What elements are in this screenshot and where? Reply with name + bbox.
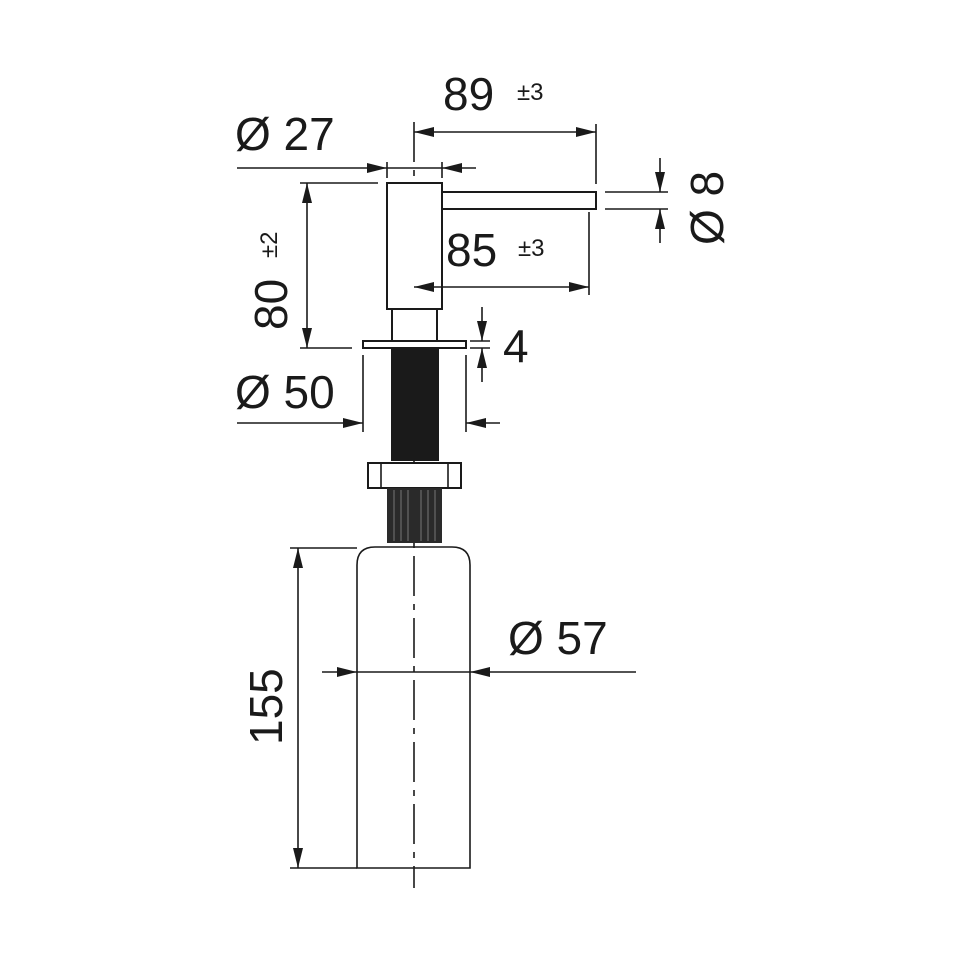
dim-spout-reach-inner: 85 ±3 [414,212,590,295]
bottle [356,546,471,869]
dim-27-value: Ø 27 [235,108,335,160]
dim-flange-diameter: Ø 50 [235,355,500,432]
dim-flange-thickness: 4 [470,307,529,382]
dim-155-value: 155 [240,668,292,745]
dispenser-body [356,182,597,869]
dim-head-height: 80 ±2 [245,182,378,349]
shank [391,348,439,461]
dim-4-value: 4 [503,320,529,372]
dim-57-value: Ø 57 [508,612,608,664]
dispenser-head [386,182,443,310]
spout [441,191,597,210]
dim-89-value: 89 [443,68,494,120]
thread [387,488,442,543]
dim-85-tolerance: ±3 [518,235,545,262]
dim-spout-reach-outer: 89 ±3 [414,68,597,184]
dim-85-value: 85 [446,224,497,276]
flange [362,340,467,349]
dim-8-value: Ø 8 [681,171,733,245]
dim-head-diameter: Ø 27 [235,108,476,178]
nut [367,462,462,489]
dim-bottle-diameter: Ø 57 [322,612,636,677]
dim-spout-diameter: Ø 8 [605,158,733,245]
dim-80-value: 80 [245,279,297,330]
neck [391,308,438,342]
dim-80-tolerance: ±2 [256,231,283,258]
dim-50-value: Ø 50 [235,366,335,418]
dim-bottle-height: 155 [240,547,357,869]
dim-89-tolerance: ±3 [517,79,544,106]
